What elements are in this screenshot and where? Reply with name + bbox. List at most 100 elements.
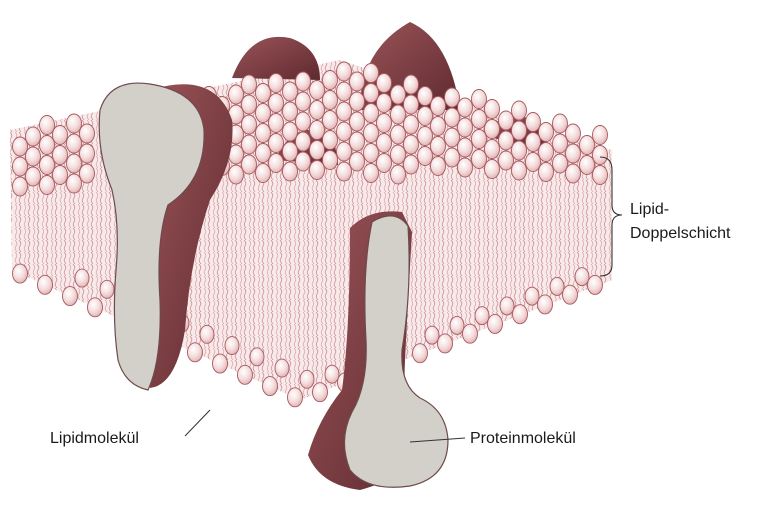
lipid-head: [269, 74, 284, 93]
lipid-head: [404, 95, 419, 114]
lipid-head: [13, 264, 28, 283]
lipid-head: [296, 132, 311, 151]
lipid-head: [485, 140, 500, 159]
lipid-head: [566, 124, 581, 143]
lipid-head: [80, 144, 95, 163]
lipid-head: [256, 104, 271, 123]
lipid-head: [13, 137, 28, 156]
lipid-head: [364, 104, 379, 123]
lipid-head: [337, 82, 352, 101]
lipid-head: [438, 334, 453, 353]
lipid-bilayer-label-line2: Doppelschicht: [630, 224, 731, 244]
lipid-head: [283, 82, 298, 101]
lipid-head: [500, 297, 514, 315]
lipid-head: [283, 122, 298, 141]
lipid-head: [80, 164, 95, 183]
lipid-head: [377, 154, 392, 173]
lipid-head: [337, 102, 352, 121]
lipid-head: [67, 154, 82, 173]
lipid-head: [256, 144, 271, 163]
lipid-head: [445, 88, 460, 107]
lipid-head: [269, 94, 284, 113]
lipid-head: [418, 147, 433, 166]
lipid-head: [238, 365, 253, 384]
lipid-head: [53, 126, 68, 145]
lipid-head: [229, 165, 244, 184]
lipid-head: [550, 277, 564, 295]
lipid-head: [580, 136, 595, 155]
lipid-molecule-pointer: [185, 410, 210, 436]
lipid-head: [404, 135, 419, 154]
lipid-head: [269, 154, 284, 173]
lipid-head: [553, 154, 568, 173]
lipid-head: [40, 116, 55, 135]
lipid-head: [310, 141, 325, 160]
lipid-head: [323, 91, 338, 110]
lipid-head: [242, 155, 257, 174]
lipid-head: [512, 101, 527, 120]
lipid-head: [450, 316, 464, 334]
lipid-head: [485, 100, 500, 119]
lipid-head: [445, 128, 460, 147]
lipid-head: [431, 137, 446, 156]
lipid-head: [250, 348, 264, 366]
lipid-head: [418, 87, 433, 106]
lipid-head: [67, 174, 82, 193]
lipid-head: [553, 134, 568, 153]
lipid-head: [377, 74, 392, 93]
lipid-head: [310, 101, 325, 120]
lipid-head: [256, 124, 271, 143]
lipid-head: [229, 85, 244, 104]
lipid-head: [391, 85, 406, 104]
lipid-head: [26, 147, 41, 166]
lipid-head: [539, 163, 554, 182]
lipid-head: [283, 102, 298, 121]
lipid-head: [418, 107, 433, 126]
lipid-head: [323, 111, 338, 130]
lipid-head: [296, 92, 311, 111]
lipid-head: [526, 113, 541, 132]
lipid-head: [325, 365, 339, 383]
lipid-head: [350, 92, 365, 111]
lipid-head: [575, 268, 589, 286]
lipid-head: [404, 155, 419, 174]
lipid-head: [538, 295, 553, 314]
lipid-head: [499, 131, 514, 150]
lipid-head: [485, 160, 500, 179]
lipid-head: [242, 75, 257, 94]
lipid-head: [40, 156, 55, 175]
lipid-head: [364, 144, 379, 163]
lipid-head: [445, 108, 460, 127]
lipid-head: [539, 143, 554, 162]
lipid-head: [580, 156, 595, 175]
lipid-head: [283, 162, 298, 181]
lipid-head: [38, 275, 53, 294]
lipid-head: [300, 370, 314, 388]
lipid-head: [391, 125, 406, 144]
lipid-head: [13, 177, 28, 196]
lipid-head: [472, 90, 487, 109]
lipid-head: [364, 164, 379, 183]
lipid-head: [472, 130, 487, 149]
lipid-head: [75, 269, 89, 287]
lipid-head: [458, 158, 473, 177]
lipid-head: [225, 337, 239, 355]
lipid-head: [485, 120, 500, 139]
lipid-molecule-label: Lipidmolekül: [50, 429, 139, 449]
lipid-head: [413, 344, 428, 363]
lipid-head: [256, 164, 271, 183]
lipid-head: [63, 287, 78, 306]
lipid-head: [499, 111, 514, 130]
lipid-head: [499, 151, 514, 170]
lipid-head: [337, 122, 352, 141]
lipid-head: [377, 114, 392, 133]
lipid-head: [512, 161, 527, 180]
lipid-head: [350, 72, 365, 91]
lipid-head: [431, 97, 446, 116]
lipid-head: [337, 162, 352, 181]
lipid-head: [472, 150, 487, 169]
lipid-head: [364, 124, 379, 143]
lipid-head: [310, 121, 325, 140]
lipid-head: [40, 176, 55, 195]
lipid-head: [100, 280, 114, 298]
